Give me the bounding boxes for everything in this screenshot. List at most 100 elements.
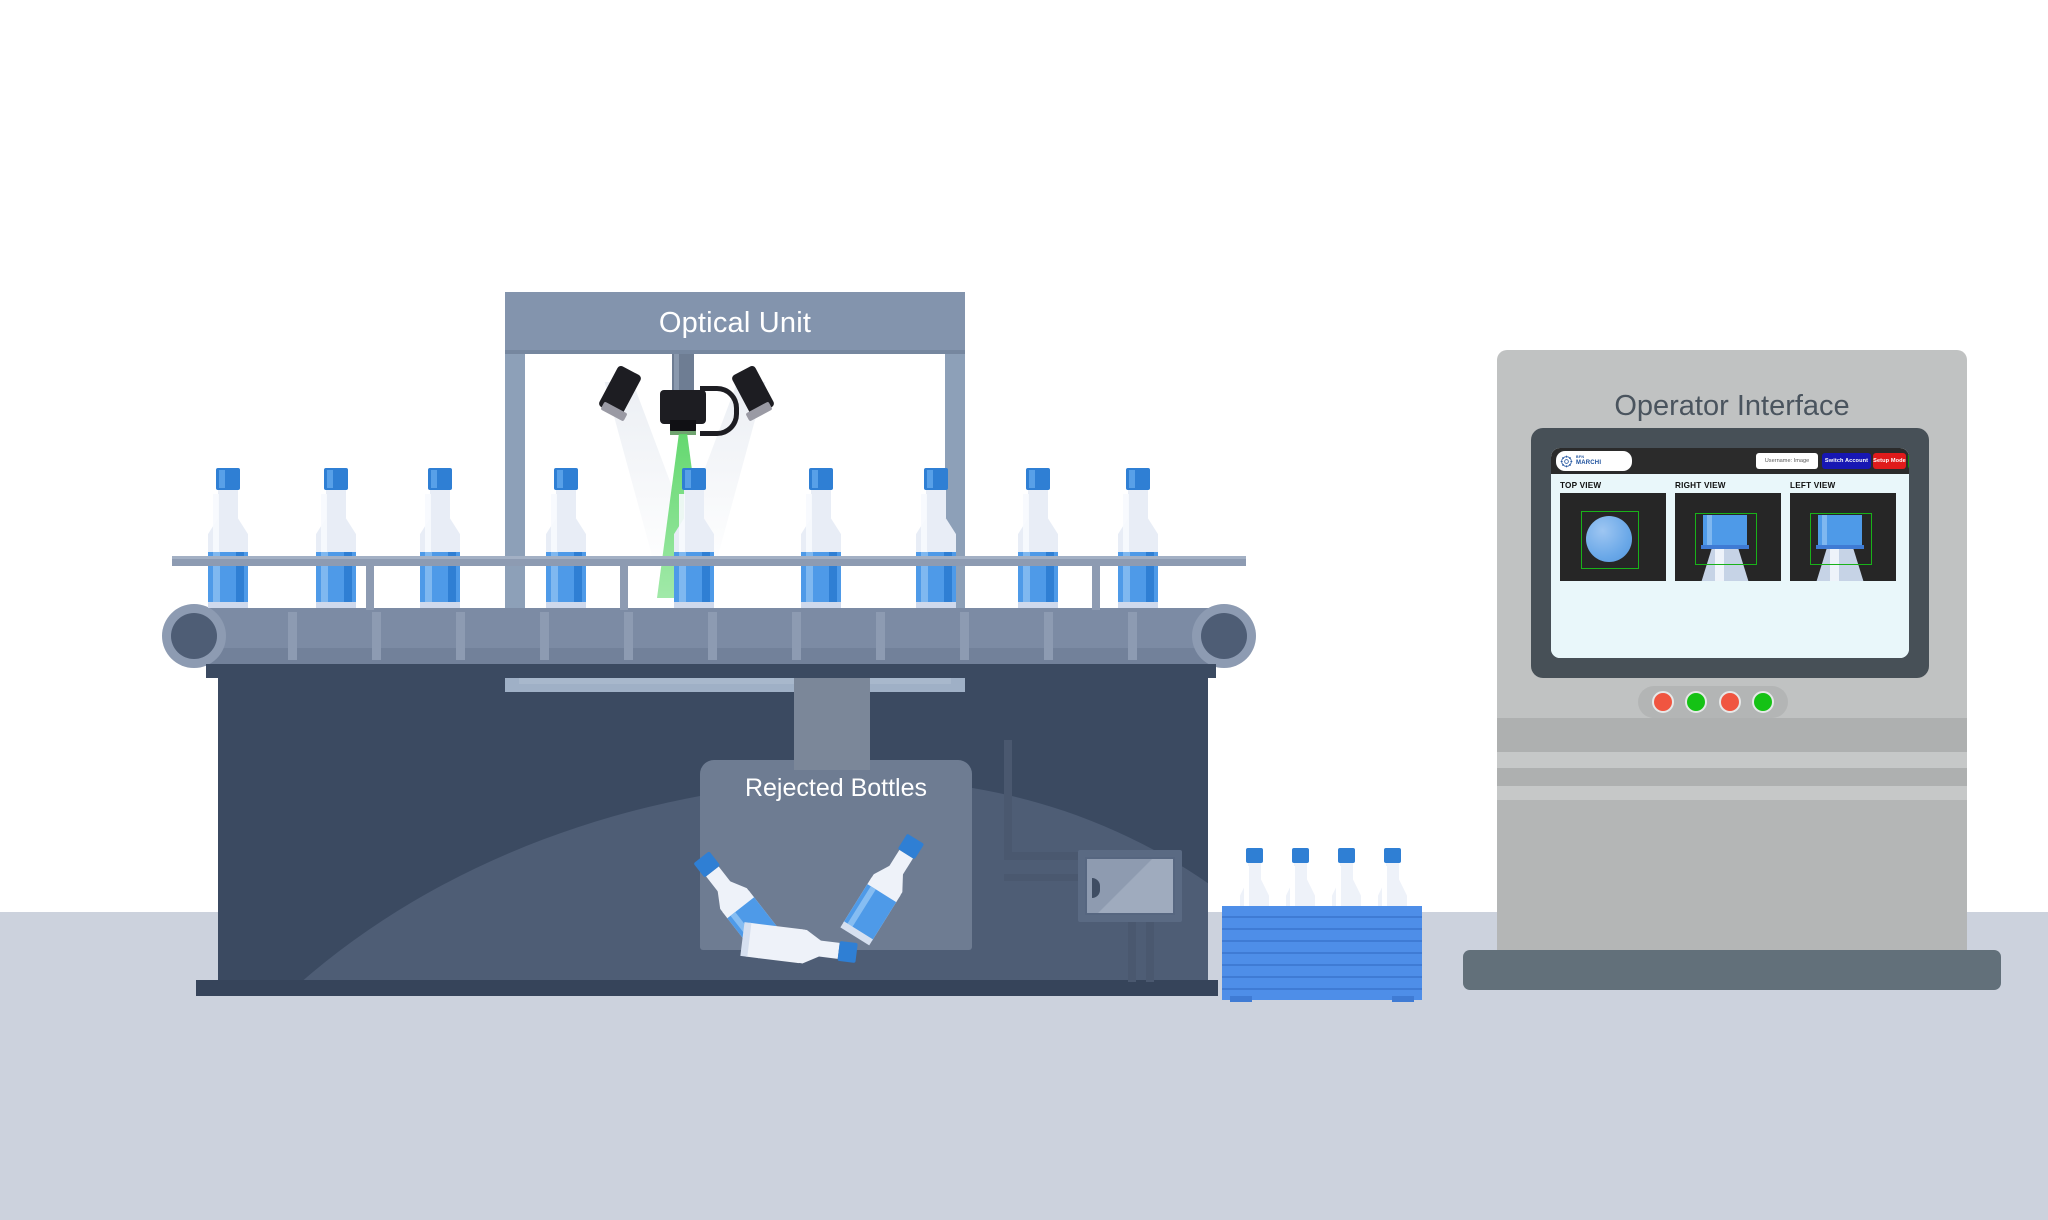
bottle-water-highlight [1123, 552, 1130, 606]
view-label-right: RIGHT VIEW [1675, 481, 1726, 490]
crate-bottle-cap [1384, 848, 1401, 863]
view-image-right[interactable] [1675, 493, 1781, 581]
conveyor-slat [960, 612, 969, 660]
view-panel-top[interactable]: TOP VIEW [1560, 481, 1666, 581]
conveyor-bottle [908, 468, 964, 608]
company-logo: BFN MARCHI [1556, 451, 1632, 471]
bottle-cap-highlight [1129, 470, 1135, 488]
roi-box-left [1810, 513, 1872, 565]
kiosk-band [1497, 768, 1967, 786]
view-image-left[interactable] [1790, 493, 1896, 581]
bottle-neck [926, 490, 946, 518]
conveyor-slat [372, 612, 381, 660]
bottle-neck [218, 490, 238, 518]
hmi-screen[interactable]: BFN MARCHI Username: Image Switch Accoun… [1551, 448, 1909, 658]
cap-top-image [1586, 516, 1632, 562]
roi-box-right [1695, 513, 1757, 565]
bottle-cap-highlight [927, 470, 933, 488]
pipe-vertical-a [1004, 740, 1012, 860]
indicator-light-2[interactable] [1685, 691, 1708, 713]
conveyor-slat [540, 612, 549, 660]
rejected-bottle-neck [815, 940, 840, 959]
conveyor-slat [456, 612, 465, 660]
crate-bottle [1282, 848, 1320, 920]
username-field[interactable]: Username: Image [1756, 453, 1818, 469]
access-hatch-handle[interactable] [1092, 878, 1100, 898]
indicator-light-3[interactable] [1718, 691, 1741, 713]
guide-rail-post [366, 566, 374, 610]
cap-right-ring [1701, 545, 1749, 549]
crate-bottle-highlight [1244, 866, 1249, 916]
pipe-horizontal-a [1004, 852, 1082, 860]
bottle-water-shade [344, 552, 352, 606]
conveyor-bottle [1110, 468, 1166, 608]
bottle-water-highlight [425, 552, 432, 606]
optical-unit-header-line [505, 350, 965, 354]
conveyor-slat [876, 612, 885, 660]
bottle-water-shade [1146, 552, 1154, 606]
bottle-neck [1128, 490, 1148, 518]
conveyor-slat [1044, 612, 1053, 660]
indicator-light-1[interactable] [1651, 691, 1674, 713]
conveyor-bottle [538, 468, 594, 608]
crate-bottle-highlight [1290, 866, 1295, 916]
optical-unit-title: Optical Unit [658, 306, 812, 339]
conveyor-slat [1128, 612, 1137, 660]
packed-crate [1222, 848, 1422, 1002]
bottle-base [916, 602, 956, 608]
crate-bottle-neck [1294, 863, 1307, 881]
neck-right-highlight [1715, 549, 1724, 581]
pipe-vertical-c [1146, 918, 1154, 982]
conveyor [160, 604, 1258, 678]
rejected-bottles-label: Rejected Bottles [744, 774, 928, 802]
bottle-base [1018, 602, 1058, 608]
setup-mode-button[interactable]: Setup Mode [1873, 453, 1906, 469]
conveyor-bottle [308, 468, 364, 608]
bottle-glass-highlight [213, 494, 219, 552]
switch-account-button[interactable]: Switch Account [1822, 453, 1871, 469]
bottle-base [316, 602, 356, 608]
view-panel-left[interactable]: LEFT VIEW [1790, 481, 1896, 581]
optical-unit-post-left [505, 354, 525, 630]
bottle-neck [684, 490, 704, 518]
conveyor-slat [708, 612, 717, 660]
crate-slat [1222, 916, 1422, 918]
logo-line-2: MARCHI [1576, 459, 1602, 466]
cap-left-highlight [1822, 515, 1827, 547]
conveyor-bottle [793, 468, 849, 608]
conveyor-roller-left [162, 604, 226, 668]
view-image-top[interactable] [1560, 493, 1666, 581]
access-hatch[interactable] [1078, 850, 1182, 922]
crate-foot-right [1392, 996, 1414, 1002]
rejected-bottle-cap [837, 940, 858, 963]
camera-lens [670, 420, 696, 434]
bottle-cap-highlight [812, 470, 818, 488]
kiosk-band [1497, 752, 1967, 768]
crate-slat [1222, 964, 1422, 966]
bottle-water-highlight [321, 552, 328, 606]
guide-rail [172, 556, 1246, 566]
pipe-horizontal-b [1004, 874, 1082, 881]
inspection-views: TOP VIEW RIGHT VIEW [1551, 474, 1909, 634]
crate-slat [1222, 940, 1422, 942]
bottle-glass-highlight [1123, 494, 1129, 552]
bottle-water-highlight [806, 552, 813, 606]
machine-plinth [196, 980, 1218, 996]
cap-left-ring [1816, 545, 1864, 549]
bottle-water-highlight [1023, 552, 1030, 606]
view-label-left: LEFT VIEW [1790, 481, 1836, 490]
ok-button[interactable]: OK [1908, 453, 1909, 469]
optical-unit-header [505, 292, 965, 354]
company-logo-text: BFN MARCHI [1576, 456, 1601, 466]
crate-slat [1222, 928, 1422, 930]
conveyor-roller-core [171, 613, 217, 659]
crate-bottle-neck [1248, 863, 1261, 881]
crate-bottle-highlight [1382, 866, 1387, 916]
view-panel-right[interactable]: RIGHT VIEW [1675, 481, 1781, 581]
pipe-vertical-b [1128, 918, 1136, 982]
bottle-water-highlight [679, 552, 686, 606]
indicator-light-4[interactable] [1752, 691, 1775, 713]
crate-bottle [1236, 848, 1274, 920]
bottle-neck [430, 490, 450, 518]
